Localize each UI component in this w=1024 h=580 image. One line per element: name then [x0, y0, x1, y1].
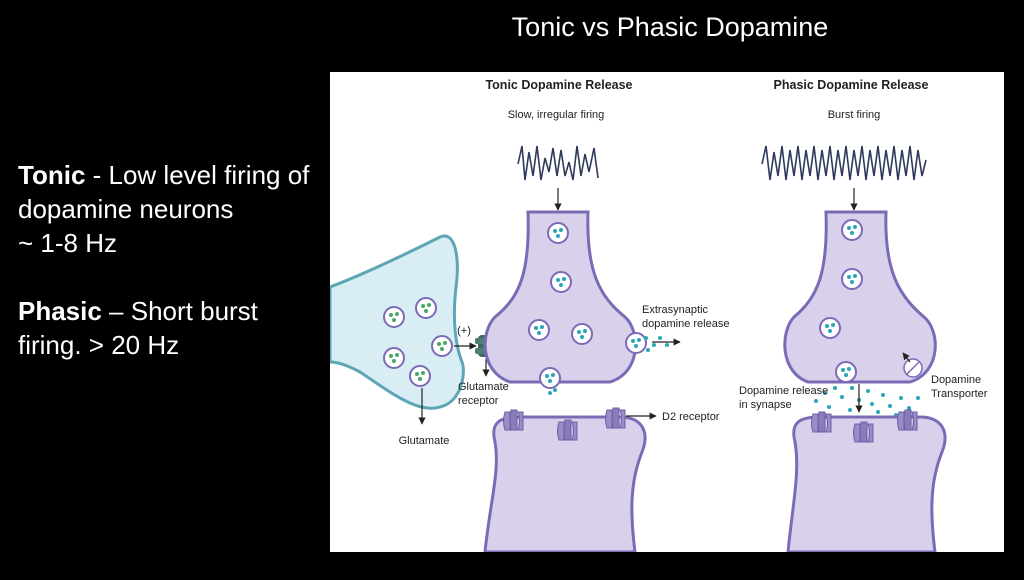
- extrasynaptic-dots: [644, 336, 669, 352]
- phasic-firing-trace: [761, 145, 927, 181]
- slide-title: Tonic vs Phasic Dopamine: [511, 12, 829, 42]
- transporter-label-2: Transporter: [931, 388, 988, 400]
- glutamate-receptor-label-1: Glutamate: [458, 381, 509, 393]
- plus-label: (+): [457, 325, 471, 337]
- phasic-header: Phasic Dopamine Release: [774, 78, 929, 92]
- tonic-firing-label: Slow, irregular firing: [508, 109, 605, 121]
- transporter-label-1: Dopamine: [931, 374, 981, 386]
- phasic-postsynaptic-neuron: [786, 415, 947, 552]
- notes-panel: Tonic - Low level firing of dopamine neu…: [18, 158, 318, 362]
- tonic-rate: ~ 1-8 Hz: [18, 228, 117, 258]
- extrasynaptic-label-2: dopamine release: [642, 318, 729, 330]
- phasic-text: – Short burst firing. > 20 Hz: [18, 296, 258, 360]
- tonic-presynaptic-neuron: [483, 210, 637, 384]
- release-label-2: in synapse: [739, 399, 792, 411]
- dopamine-transporter: [903, 358, 923, 378]
- glutamate-label: Glutamate: [399, 435, 450, 447]
- tonic-postsynaptic-neuron: [483, 415, 647, 552]
- release-label-1: Dopamine release: [739, 385, 828, 397]
- tonic-description: Tonic - Low level firing of dopamine neu…: [18, 158, 318, 226]
- phasic-term: Phasic: [18, 296, 102, 326]
- glutamate-receptor-label-2: receptor: [458, 395, 499, 407]
- figure-svg: Tonic Dopamine Release Phasic Dopamine R…: [330, 78, 988, 552]
- phasic-description: Phasic – Short burst firing. > 20 Hz: [18, 294, 318, 362]
- phasic-presynaptic-neuron: [783, 210, 937, 384]
- phasic-firing-label: Burst firing: [828, 109, 881, 121]
- d2-receptor-label: D2 receptor: [662, 411, 720, 423]
- tonic-text: - Low level firing of dopamine neurons: [18, 160, 310, 224]
- tonic-term: Tonic: [18, 160, 86, 190]
- tonic-header: Tonic Dopamine Release: [485, 78, 632, 92]
- dopamine-release-figure: Tonic Dopamine Release Phasic Dopamine R…: [330, 72, 1004, 552]
- tonic-firing-trace: [517, 145, 599, 181]
- extrasynaptic-label-1: Extrasynaptic: [642, 304, 709, 316]
